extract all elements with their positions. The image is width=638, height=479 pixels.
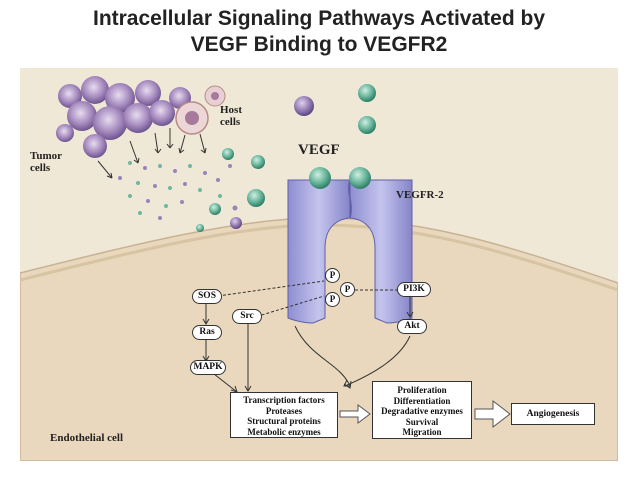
phospho-p3: P — [325, 292, 340, 307]
akt-to-targets — [344, 335, 411, 387]
secretion-arrows — [97, 128, 207, 179]
receptor-to-targets — [294, 325, 351, 387]
targets-box: Transcription factors Proteases Structur… — [230, 392, 338, 438]
phospho-p2: P — [340, 282, 355, 297]
signaling-connectors — [202, 280, 414, 393]
bound-vegf — [309, 167, 371, 189]
vegfr2-receptor — [287, 179, 413, 324]
angiogenesis-box: Angiogenesis — [511, 403, 595, 425]
diagram-panel: Tumor cells Host cells VEGF VEGFR-2 Endo… — [20, 68, 618, 461]
secreted-particles — [118, 161, 238, 220]
title-line-2: VEGF Binding to VEGFR2 — [190, 33, 448, 56]
tumor-cells — [56, 76, 191, 158]
phospho-p1: P — [325, 268, 340, 283]
src-connector — [251, 295, 325, 319]
pi3k-node: PI3K — [397, 282, 431, 297]
page-title: Intracellular Signaling Pathways Activat… — [0, 6, 638, 58]
ras-node: Ras — [192, 325, 222, 340]
vegfr2-label: VEGFR-2 — [396, 189, 444, 201]
akt-node: Akt — [397, 319, 427, 334]
sos-node: SOS — [192, 289, 222, 304]
title-line-1: Intracellular Signaling Pathways Activat… — [92, 7, 546, 30]
arrow-outcomes-to-angiogenesis — [474, 399, 511, 429]
host-cells — [175, 85, 226, 135]
vegf-label: VEGF — [298, 142, 340, 158]
free-vegf-ligands — [196, 84, 376, 232]
tumor-cells-label: Tumor cells — [30, 150, 62, 174]
arrow-targets-to-outcomes — [339, 404, 371, 424]
mapk-to-targets — [213, 373, 238, 393]
outcomes-box: Proliferation Differentiation Degradativ… — [372, 381, 472, 439]
src-node: Src — [232, 309, 262, 324]
mapk-node: MAPK — [190, 360, 226, 375]
sos-connector — [217, 280, 325, 297]
host-cells-label: Host cells — [220, 104, 242, 128]
endothelial-cell-label: Endothelial cell — [50, 432, 124, 444]
